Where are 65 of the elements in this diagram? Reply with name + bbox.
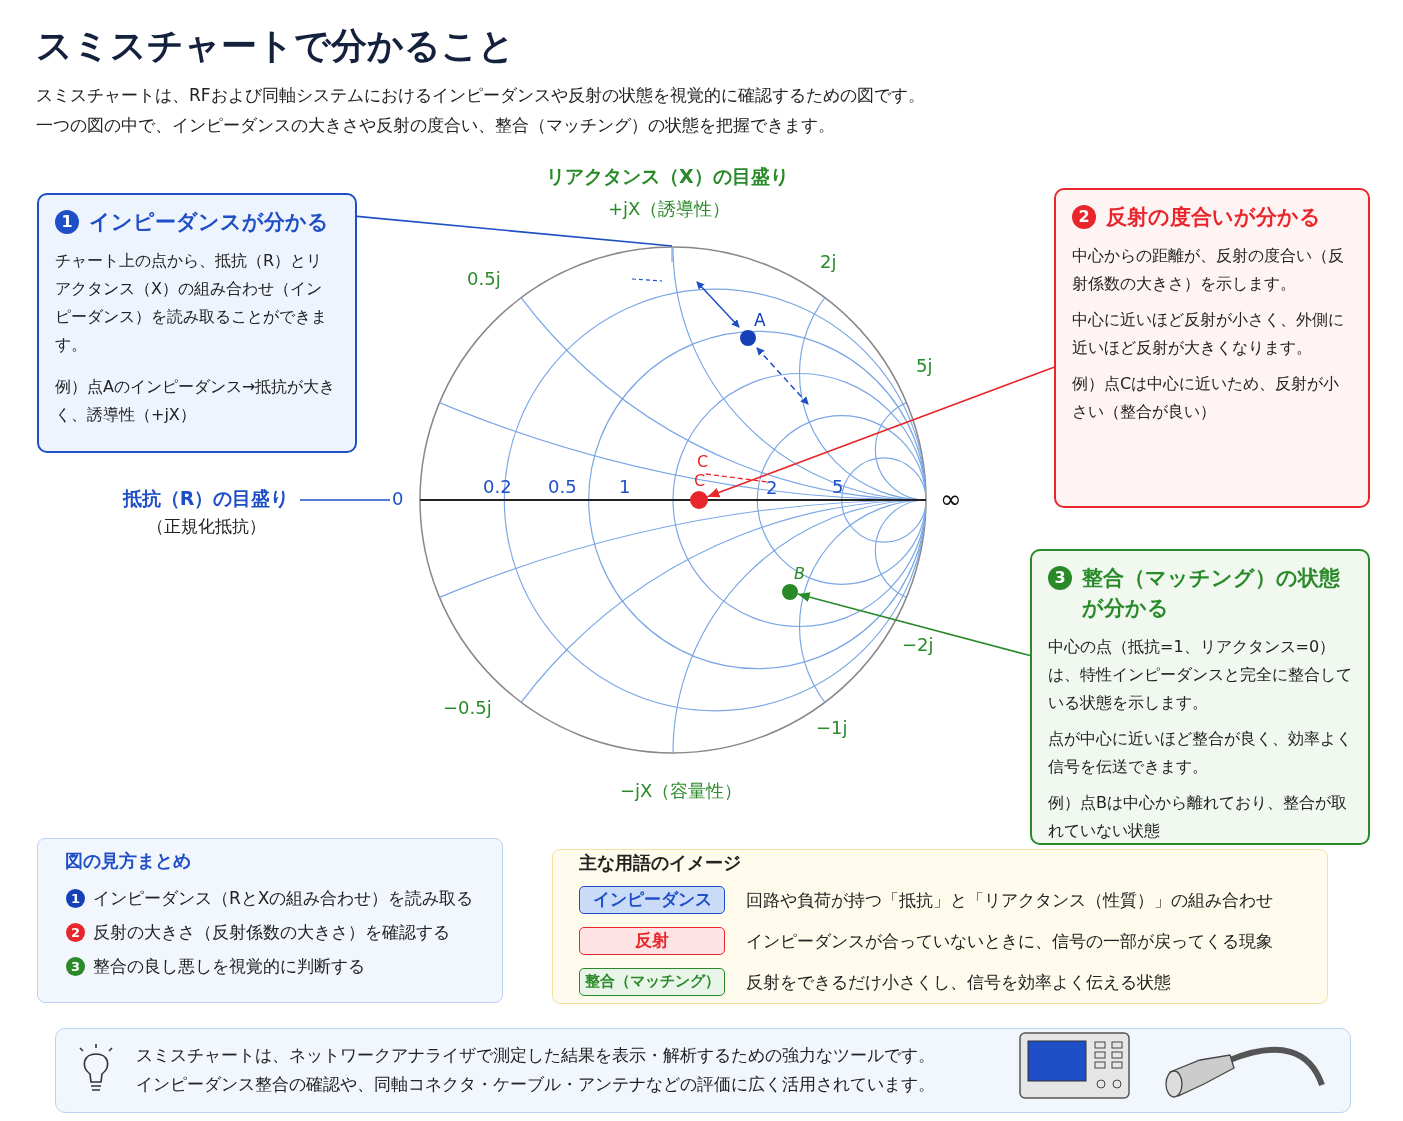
term-definition: 反射をできるだけ小さくし、信号を効率よく伝える状態 [746,971,1171,994]
point-label: C [697,452,709,471]
glossary-panel [552,849,1328,1004]
list-item: 整合の良し悪しを視覚的に判断する [93,955,365,978]
point-label: A [754,310,766,330]
page-title: スミスチャートで分かること [36,24,515,68]
axis-label: +jX（誘導性） [608,197,731,221]
callout-box [1030,549,1370,845]
panel-heading: 主な用語のイメージ [579,851,741,875]
term-badge: 反射 [579,927,725,955]
scale-label: −2j [902,634,934,655]
leader-line [356,215,673,247]
scale-label: 0.5j [467,268,501,289]
arrow [796,592,1031,657]
scale-heading: 抵抗（R）の目盛り [121,486,291,511]
box-heading: インピーダンスが分かる [89,209,330,236]
list-item: インピーダンス（RとXの組み合わせ）を読み取る [93,887,474,910]
arrow [706,366,1055,498]
tip-text: スミスチャートは、ネットワークアナライザで測定した結果を表示・解析するための強力なツールです。 [136,1044,935,1067]
scale-subheading: （正規化抵抗） [145,515,267,538]
box-text: 例）点Aのインピーダンス→抵抗が大きく、誘導性（+jX） [55,376,337,426]
scale-label: ∞ [940,484,962,514]
box-text: 中心に近いほど反射が小さく、外側に近いほど反射が大きくなります。 [1072,309,1345,359]
point-label: B [794,564,805,583]
callout-box [1054,188,1370,508]
box-heading: 整合（マッチング）の状態が分かる [1082,565,1341,622]
box-heading: 反射の度合いが分かる [1106,204,1322,231]
number-badge: 1 [55,210,79,234]
panel-heading: 図の見方まとめ [65,849,191,873]
axis-label: −jX（容量性） [620,779,743,803]
box-text: 点が中心に近いほど整合が良く、効率よく信号を伝送できます。 [1048,728,1353,778]
scale-label: 0.5 [548,476,577,497]
scale-label: 2 [766,477,778,498]
axis-heading: リアクタンス（X）の目盛り [546,164,789,189]
scale-label: 2j [820,251,837,272]
intro-text: 一つの図の中で、インピーダンスの大きさや反射の度合い、整合（マッチング）の状態を把握できます。 [36,114,835,137]
summary-panel [37,838,503,1003]
list-item: 反射の大きさ（反射係数の大きさ）を確認する [93,921,450,944]
tip-panel [55,1028,1351,1113]
term-definition: 回路や負荷が持つ「抵抗」と「リアクタンス（性質）」の組み合わせ [746,889,1273,912]
term-definition: インピーダンスが合っていないときに、信号の一部が戻ってくる現象 [746,930,1273,953]
leader-line [299,499,391,501]
box-text: 中心の点（抵抗=1、リアクタンス=0）は、特性インピーダンスと完全に整合している状態を示します。 [1048,636,1353,714]
box-text: 中心からの距離が、反射の度合い（反射係数の大きさ）を示します。 [1072,245,1345,295]
box-text: 例）点Bは中心から離れており、整合が取れていない状態 [1048,792,1348,842]
intro-text: スミスチャートは、RFおよび同軸システムにおけるインピーダンスや反射の状態を視覚的に確認するための図です。 [36,84,925,107]
number-badge: 2 [66,923,85,942]
scale-label: 0.2 [483,476,512,497]
box-text: チャート上の点から、抵抗（R）とリアクタンス（X）の組み合わせ（インピーダンス）を読み取ることができます。 [55,250,328,356]
scale-label: 0 [392,488,404,509]
callout-box [37,193,357,453]
tip-text: インピーダンス整合の確認や、同軸コネクタ・ケーブル・アンテナなどの評価に広く活用されています。 [136,1073,935,1096]
scale-label: −0.5j [443,697,492,718]
scale-label: 5 [832,476,844,497]
term-badge: インピーダンス [579,886,725,914]
scale-label: 1 [619,476,631,497]
number-badge: 3 [66,957,85,976]
box-text: 例）点Cは中心に近いため、反射が小さい（整合が良い） [1072,373,1341,423]
number-badge: 1 [66,889,85,908]
point-label: C [694,471,706,490]
number-badge: 3 [1048,566,1072,590]
term-badge: 整合（マッチング） [579,968,725,996]
number-badge: 2 [1072,205,1096,229]
scale-label: −1j [816,717,848,738]
scale-label: 5j [916,355,933,376]
